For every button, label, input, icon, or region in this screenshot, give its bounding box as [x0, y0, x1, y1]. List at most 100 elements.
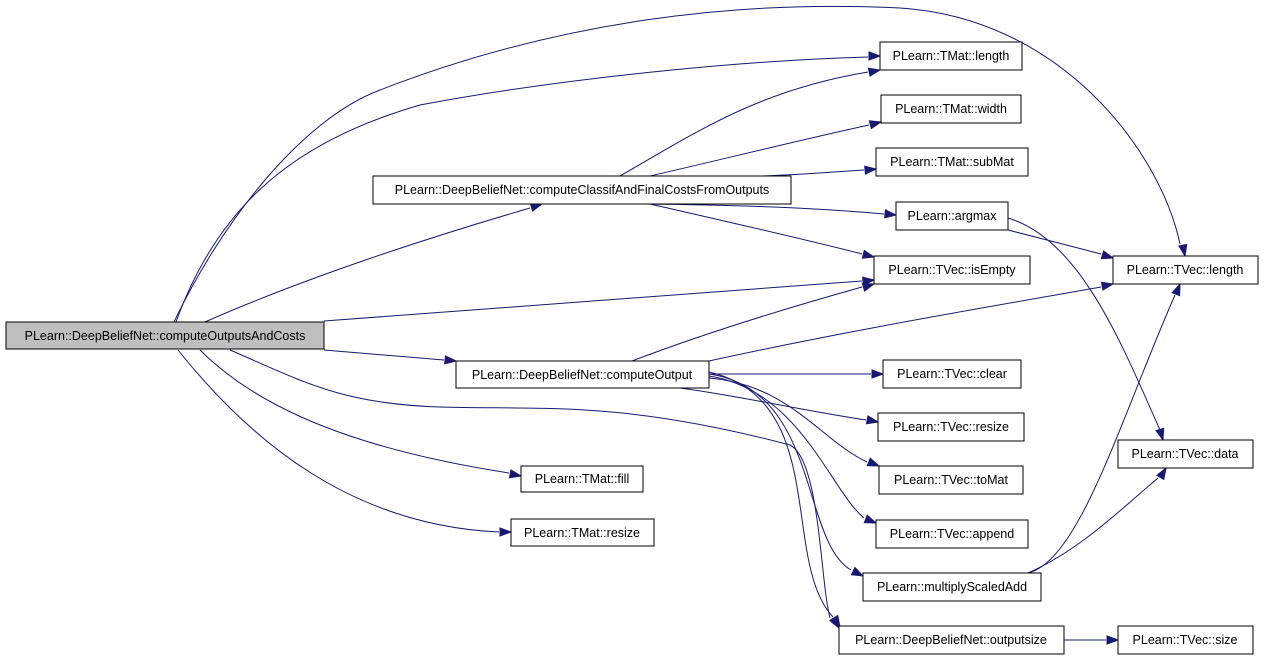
edge-line [173, 5, 1181, 323]
edge-compute-output-to-multiply-scaled-add [708, 373, 865, 577]
edge-argmax-to-tvec-length [1007, 229, 1115, 260]
edge-line [708, 375, 865, 519]
node-label: PLearn::argmax [908, 209, 998, 223]
node-label: PLearn::TVec::resize [893, 420, 1009, 434]
edge-line [708, 377, 868, 463]
node-tmat-submat[interactable]: PLearn::TMat::subMat [875, 147, 1029, 177]
arrowhead [884, 209, 898, 219]
edge-line [708, 286, 1102, 362]
arrowhead [864, 165, 878, 175]
arrowhead [1156, 466, 1167, 481]
node-label: PLearn::TVec::isEmpty [888, 263, 1016, 277]
edge-line [649, 203, 863, 255]
node-label: PLearn::TVec::length [1127, 263, 1244, 277]
node-outputsize[interactable]: PLearn::DeepBeliefNet::outputsize [838, 625, 1065, 655]
node-tvec-length[interactable]: PLearn::TVec::length [1112, 255, 1259, 285]
edge-outputsize-to-tvec-size [1063, 635, 1120, 645]
edge-line [1027, 294, 1176, 574]
edge-compute-classif-to-tmat-length [619, 67, 882, 177]
edges-layer [173, 5, 1188, 645]
node-argmax[interactable]: PLearn::argmax [895, 201, 1009, 231]
node-label: PLearn::TVec::clear [897, 367, 1007, 381]
node-compute-output[interactable]: PLearn::DeepBeliefNet::computeOutput [455, 360, 710, 389]
node-tmat-fill[interactable]: PLearn::TMat::fill [520, 465, 644, 493]
node-label: PLearn::multiplyScaledAdd [877, 580, 1027, 594]
arrowhead [850, 566, 865, 577]
edge-line [619, 71, 869, 177]
node-label: PLearn::TVec::data [1131, 447, 1238, 461]
edge-line [175, 56, 869, 323]
arrowhead [868, 51, 882, 61]
edge-line [323, 280, 863, 322]
edge-root-to-tmat-length [175, 51, 882, 323]
node-label: PLearn::TMat::resize [524, 526, 640, 540]
node-tvec-tomat[interactable]: PLearn::TVec::toMat [878, 465, 1024, 495]
arrowhead [1100, 250, 1115, 260]
node-compute-outputs-and-costs[interactable]: PLearn::DeepBeliefNet::computeOutputsAnd… [5, 321, 325, 350]
edge-line [1027, 477, 1159, 574]
edge-line [644, 203, 885, 215]
node-compute-classif-and-final-costs[interactable]: PLearn::DeepBeliefNet::computeClassifAnd… [372, 175, 792, 205]
node-label: PLearn::TMat::length [893, 49, 1010, 63]
arrowhead [863, 514, 878, 524]
arrowhead [830, 614, 841, 629]
node-label: PLearn::TVec::toMat [894, 473, 1008, 487]
node-tmat-resize[interactable]: PLearn::TMat::resize [510, 518, 655, 547]
edge-compute-output-to-tvec-isempty [631, 282, 876, 362]
edge-compute-classif-to-tmat-width [649, 120, 883, 177]
arrowhead [868, 120, 883, 130]
arrowhead [508, 469, 523, 479]
arrowhead [444, 355, 458, 365]
edge-root-to-compute-output [323, 349, 458, 365]
edge-compute-output-to-tvec-append [708, 375, 878, 524]
node-tvec-isempty[interactable]: PLearn::TVec::isEmpty [873, 255, 1031, 285]
edge-line [708, 373, 852, 571]
node-tmat-length[interactable]: PLearn::TMat::length [879, 41, 1023, 71]
node-label: PLearn::TVec::size [1133, 633, 1238, 647]
edge-line [631, 286, 863, 362]
node-tvec-data[interactable]: PLearn::TVec::data [1117, 439, 1254, 469]
node-tvec-clear[interactable]: PLearn::TVec::clear [882, 359, 1022, 389]
edge-compute-output-to-tvec-clear [708, 369, 885, 379]
edge-line [204, 207, 531, 323]
node-label: PLearn::DeepBeliefNet::computeClassifAnd… [395, 183, 769, 197]
edge-compute-output-to-outputsize [708, 371, 841, 629]
node-label: PLearn::DeepBeliefNet::outputsize [855, 633, 1047, 647]
node-label: PLearn::TVec::append [890, 527, 1014, 541]
arrowhead [861, 249, 876, 259]
edge-line [177, 349, 500, 533]
arrowhead [866, 457, 881, 467]
arrowhead [871, 369, 885, 379]
edge-line [199, 349, 510, 474]
nodes-layer: PLearn::DeepBeliefNet::computeOutputsAnd… [5, 41, 1259, 655]
edge-multiply-scaled-add-to-tvec-data [1027, 466, 1167, 574]
arrowhead [499, 527, 513, 537]
edge-root-to-tvec-length [173, 5, 1188, 323]
arrowhead [867, 67, 882, 77]
edge-compute-classif-to-tvec-isempty [649, 203, 876, 259]
node-tvec-append[interactable]: PLearn::TVec::append [875, 519, 1029, 549]
node-multiply-scaled-add[interactable]: PLearn::multiplyScaledAdd [862, 572, 1042, 602]
node-label: PLearn::DeepBeliefNet::computeOutput [472, 368, 693, 382]
arrowhead [1171, 282, 1181, 297]
edge-line [759, 169, 865, 177]
edge-compute-classif-to-tmat-submat [759, 165, 878, 177]
edge-line [323, 349, 445, 361]
node-tvec-resize[interactable]: PLearn::TVec::resize [877, 412, 1025, 442]
arrowhead [1178, 243, 1188, 258]
node-tvec-size[interactable]: PLearn::TVec::size [1117, 625, 1254, 655]
edge-root-to-compute-classif [204, 202, 544, 323]
edge-argmax-to-tvec-data [1007, 217, 1165, 442]
edge-compute-output-to-tvec-length [708, 281, 1115, 362]
arrowhead [861, 282, 876, 292]
arrowhead [1155, 427, 1165, 442]
edge-line [708, 371, 834, 618]
arrowhead [1100, 281, 1115, 291]
edge-multiply-scaled-add-to-tvec-length [1027, 282, 1181, 574]
arrowhead [1106, 635, 1120, 645]
node-tmat-width[interactable]: PLearn::TMat::width [880, 94, 1022, 124]
node-label: PLearn::TMat::subMat [890, 155, 1014, 169]
edge-line [649, 124, 870, 177]
node-label: PLearn::TMat::width [895, 102, 1007, 116]
